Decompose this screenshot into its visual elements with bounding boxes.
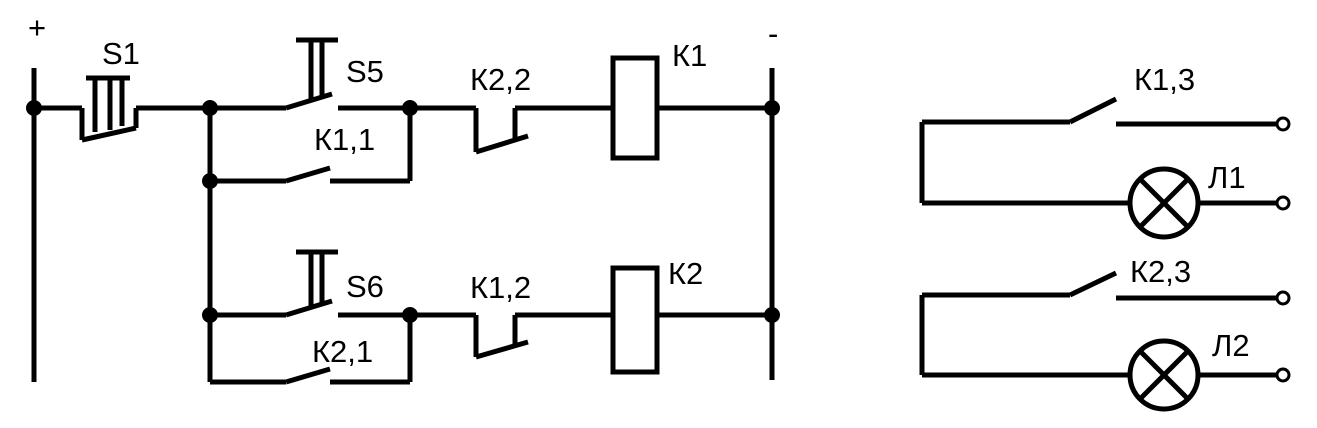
junction-dots <box>26 100 780 323</box>
s5-start-button <box>210 37 410 111</box>
k2-coil <box>610 265 660 375</box>
k1-2-contact <box>410 312 613 360</box>
k1-coil <box>610 55 660 161</box>
k1-1-label: К1,1 <box>314 122 375 157</box>
s6-start-button <box>210 249 410 318</box>
l2-label: Л2 <box>1212 328 1250 363</box>
terminal-icon <box>1275 195 1291 211</box>
l1-lamp-icon <box>1127 166 1201 240</box>
lamp-circuit-1 <box>919 96 1283 206</box>
plus-rail-label: + <box>28 10 46 45</box>
terminal-icon <box>1275 290 1291 306</box>
minus-rail-label: - <box>768 16 778 51</box>
k2-1-contact <box>210 315 413 385</box>
terminal-icon <box>1275 367 1291 383</box>
lamp-circuit-2 <box>919 270 1283 378</box>
k1-2-label: К1,2 <box>470 270 531 305</box>
s5-label: S5 <box>346 54 384 89</box>
s1-label: S1 <box>102 36 140 71</box>
k2-1-label: К2,1 <box>312 334 373 369</box>
terminal-icon <box>1275 116 1291 132</box>
k2-label: К2 <box>668 256 703 291</box>
s1-stop-button <box>34 75 210 143</box>
l1-label: Л1 <box>1208 160 1246 195</box>
k2-2-contact <box>410 105 613 155</box>
k2-2-label: К2,2 <box>470 62 531 97</box>
k2-3-label: К2,3 <box>1130 254 1191 289</box>
k1-1-contact <box>210 108 413 184</box>
s6-label: S6 <box>346 269 384 304</box>
l2-lamp-icon <box>1127 338 1201 412</box>
k1-3-label: К1,3 <box>1134 62 1195 97</box>
k1-label: К1 <box>672 38 707 73</box>
